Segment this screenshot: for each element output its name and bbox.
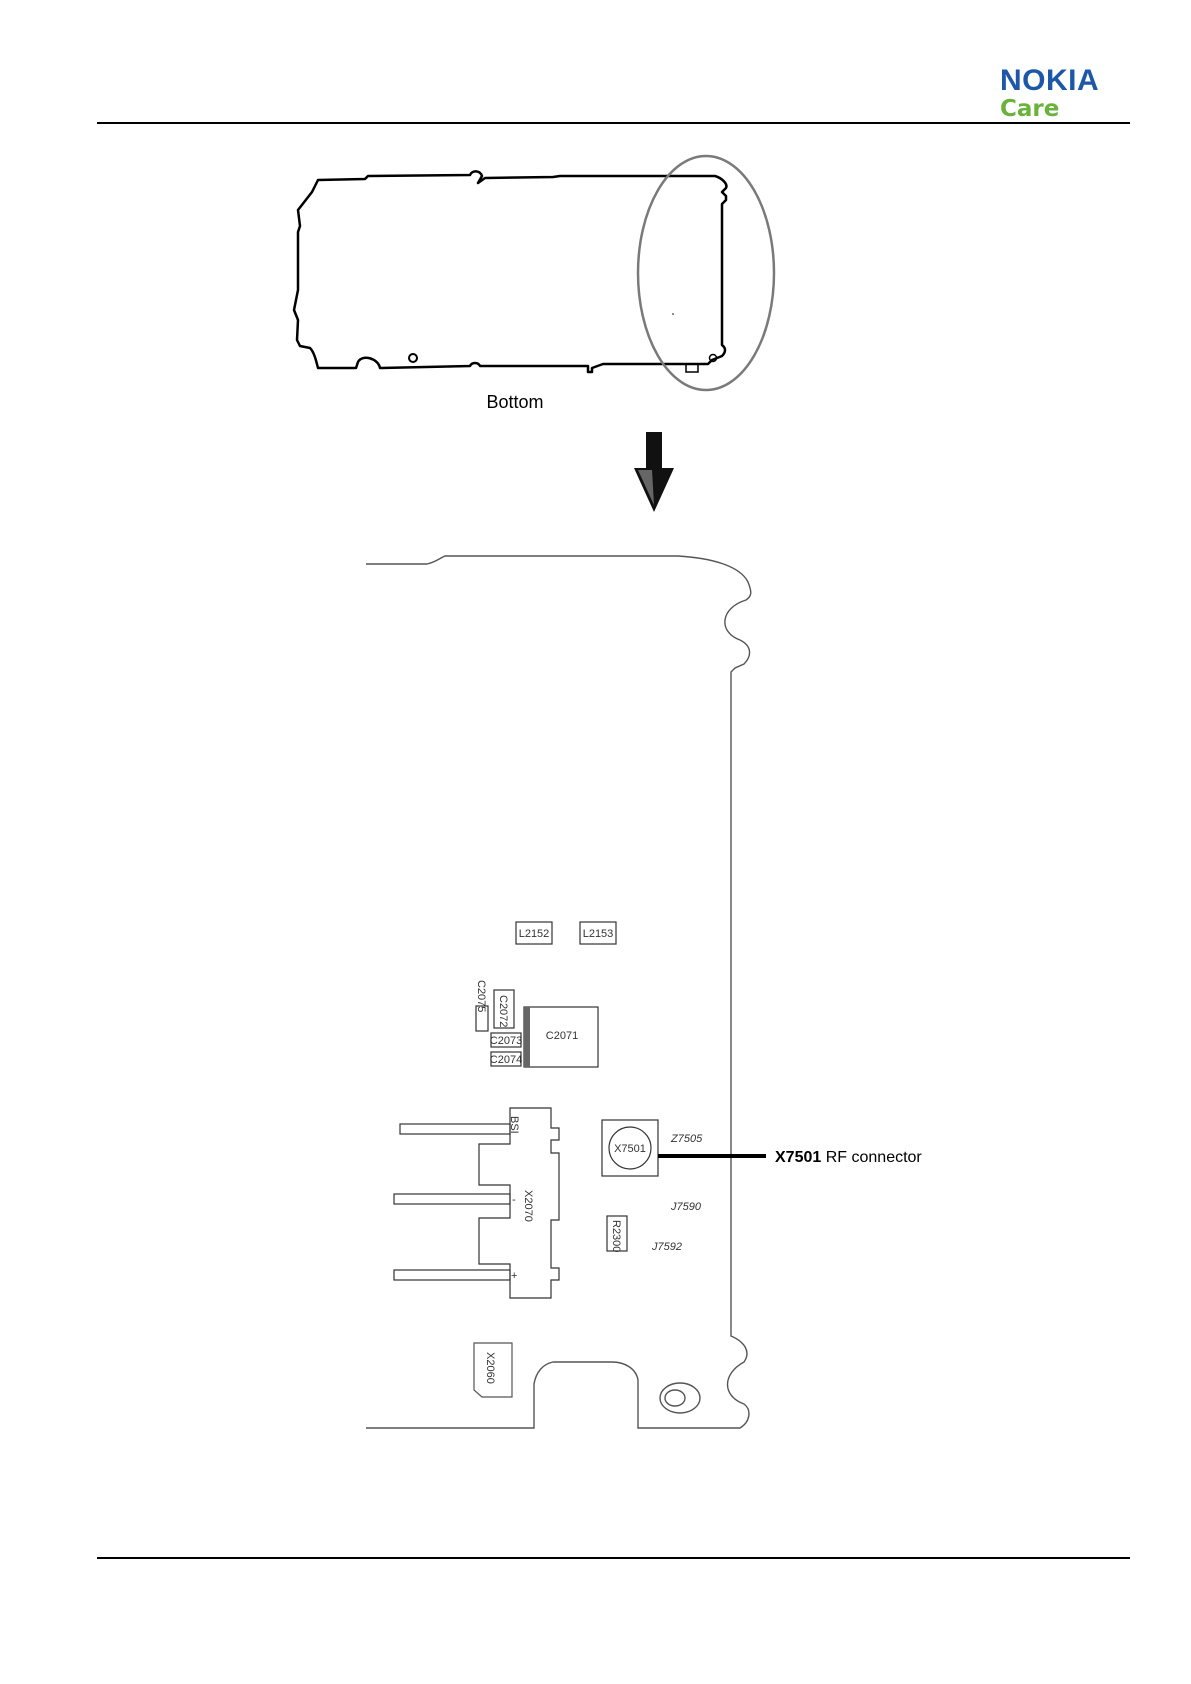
label-c2074: C2074 [490, 1054, 522, 1066]
callout-ref: X7501 [775, 1149, 821, 1166]
label-l2152: L2152 [519, 928, 550, 940]
board-hole-detail [665, 1390, 685, 1406]
label-plus: + [511, 1270, 517, 1282]
label-c2075: C2075 [475, 980, 487, 1012]
x2070-pin-plus [394, 1270, 510, 1280]
board-slot-detail [660, 1383, 700, 1413]
label-c2071: C2071 [546, 1030, 578, 1042]
label-j7592: J7592 [651, 1241, 682, 1253]
label-c2073: C2073 [490, 1035, 522, 1047]
label-x2060: X2060 [484, 1352, 496, 1384]
zoom-highlight-ellipse [638, 156, 774, 390]
label-x7501: X7501 [614, 1143, 646, 1155]
x2070-pin-minus [394, 1194, 510, 1204]
label-j7590: J7590 [670, 1201, 702, 1213]
board-dot-overview [672, 313, 674, 315]
label-c2072: C2072 [497, 995, 509, 1027]
label-r2300: R2300 [610, 1220, 622, 1252]
label-l2153: L2153 [583, 928, 614, 940]
callout-text: X7501 RF connector [775, 1149, 922, 1166]
label-bsi: BSI [508, 1116, 520, 1134]
x2070-pin-bsi [400, 1124, 510, 1134]
zoom-arrow-icon [634, 432, 674, 512]
label-z7505: Z7505 [670, 1133, 703, 1145]
component-c2071-marker [524, 1007, 530, 1067]
label-x2070: X2070 [522, 1190, 534, 1222]
board-outline-detail [366, 556, 751, 1428]
overview-caption: Bottom [486, 392, 543, 412]
callout-description: RF connector [826, 1149, 923, 1166]
board-hole-overview [409, 354, 417, 362]
board-outline-overview [294, 171, 726, 372]
label-minus: - [512, 1194, 516, 1206]
